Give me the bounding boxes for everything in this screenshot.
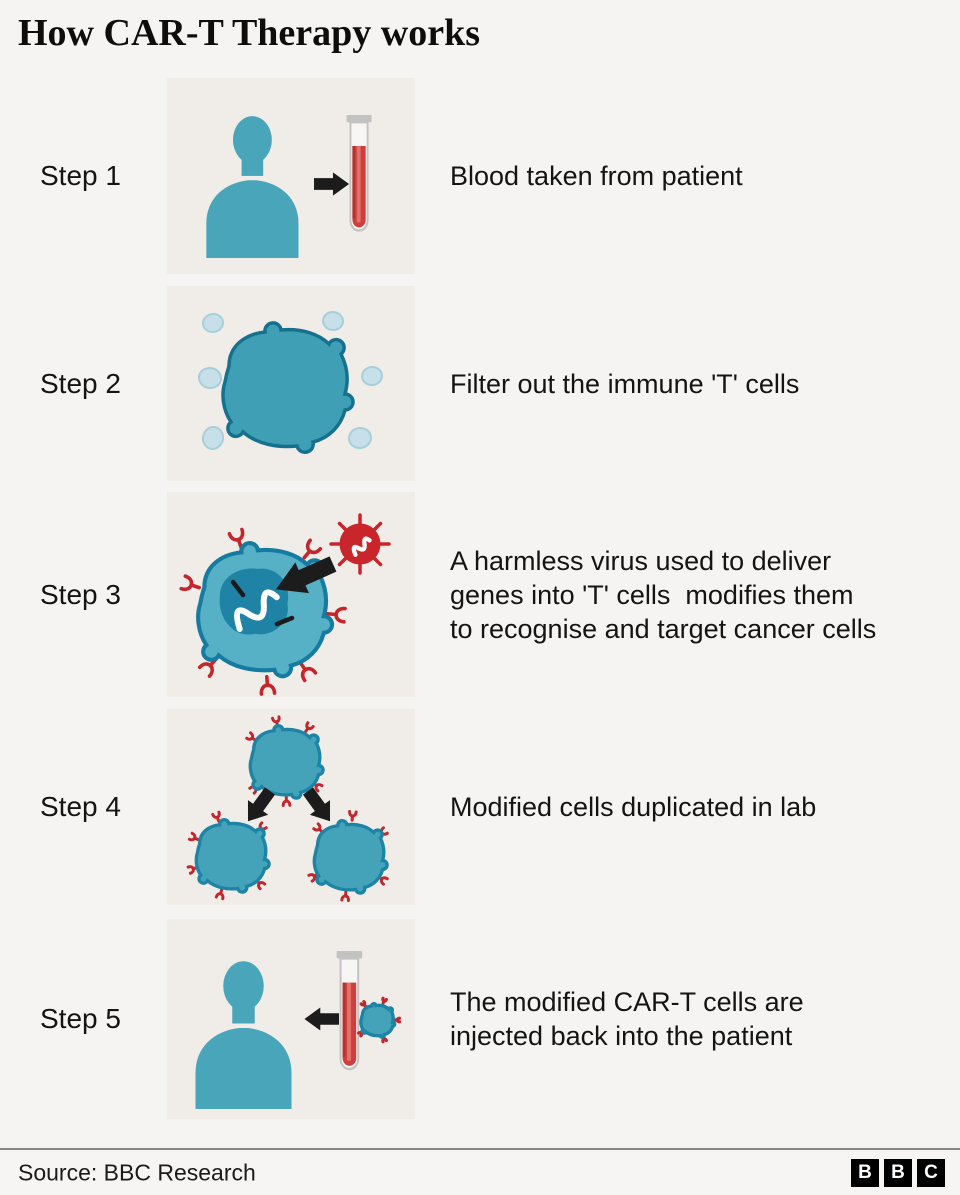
bbc-logo: B B C — [851, 1158, 945, 1187]
virus-gene-delivery-illustration — [180, 492, 415, 695]
footer: Source: BBC Research B B C — [0, 1148, 960, 1195]
step-3-panel — [167, 492, 415, 697]
step-2-panel — [167, 286, 415, 481]
cells-injected-back-illustration — [195, 949, 400, 1109]
person-icon — [206, 116, 299, 258]
step-row-3: Step 3 A harmless virus — [0, 492, 960, 697]
blood-cells-icon — [198, 310, 383, 450]
step-1-label: Step 1 — [40, 160, 121, 191]
step-3-label: Step 3 — [40, 578, 121, 610]
source-text: Source: BBC Research — [18, 1159, 256, 1185]
cell-duplication-illustration — [187, 716, 389, 901]
modified-cell-icon — [358, 998, 400, 1042]
bbc-logo-block: B — [884, 1158, 912, 1187]
virus-icon — [331, 515, 389, 573]
person-blood-sample-illustration — [206, 113, 373, 258]
arrow-left-icon — [304, 1007, 339, 1031]
t-cell-icon — [221, 321, 355, 454]
step-5-panel — [167, 919, 415, 1119]
gene-dash-icon — [230, 579, 295, 627]
step-2-label: Step 2 — [40, 367, 121, 399]
step-4-description: Modified cells duplicated in lab — [450, 792, 817, 822]
person-icon — [195, 961, 292, 1109]
modified-cell-icon — [187, 811, 271, 900]
step-4-panel — [167, 709, 415, 905]
step-1-description: Blood taken from patient — [450, 161, 743, 191]
step-5-description: The modified CAR-T cells are injected ba… — [450, 987, 804, 1051]
modified-cell-icon — [308, 811, 389, 901]
test-tube-icon — [345, 113, 373, 232]
step-row-1: Step 1 Blood taken from patient — [0, 78, 960, 274]
bbc-logo-block: C — [917, 1158, 945, 1187]
page-title: How CAR-T Therapy works — [18, 12, 481, 54]
step-row-5: Step 5 The modified CAR-T cells are inje… — [0, 919, 960, 1119]
arrow-right-icon — [314, 172, 350, 196]
step-1-panel — [167, 78, 415, 274]
step-3-description: A harmless virus used to deliver genes i… — [450, 545, 877, 644]
test-tube-icon — [335, 949, 364, 1071]
step-row-4: Step 4 — [0, 709, 960, 905]
step-5-label: Step 5 — [40, 1003, 121, 1034]
step-row-2: Step 2 Filter out the immune 'T' cells — [0, 286, 960, 481]
step-4-label: Step 4 — [40, 791, 121, 822]
t-cell-filter-illustration — [198, 310, 383, 454]
step-2-description: Filter out the immune 'T' cells — [450, 368, 800, 399]
bbc-logo-block: B — [851, 1158, 879, 1187]
